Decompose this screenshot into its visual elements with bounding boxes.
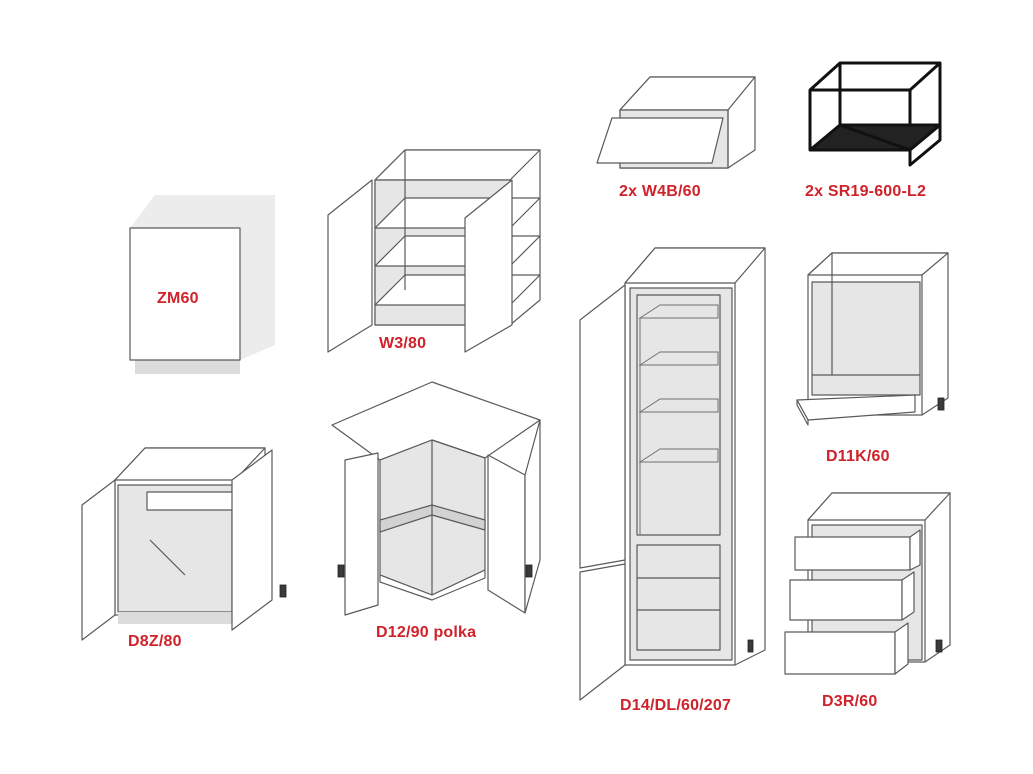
label-d3r-60: D3R/60 [822,693,878,710]
cabinet-d11k-60 [796,252,949,426]
label-d8z-80: D8Z/80 [128,633,182,650]
fridge-shelves [638,304,719,535]
label-sr19-600-l2: 2x SR19-600-L2 [805,183,927,200]
label-d12-90-polka: D12/90 polka [376,624,477,641]
cabinet-w3-80 [327,149,541,353]
cabinet-zm60 [129,195,275,374]
label-d14-dl-60-207: D14/DL/60/207 [620,697,732,714]
label-d11k-60: D11K/60 [826,448,890,465]
label-zm60: ZM60 [157,290,199,307]
cabinet-d3r-60 [784,492,951,675]
label-w3-80: W3/80 [379,335,427,352]
label-w4b-60: 2x W4B/60 [619,183,701,200]
cabinet-d8z-80 [81,447,287,641]
cabinet-w4b-60 [596,76,756,169]
cabinet-d12-90-polka [331,381,541,616]
frame-sr19-600-l2 [808,61,942,167]
cabinet-d14-dl-60-207 [579,247,766,701]
